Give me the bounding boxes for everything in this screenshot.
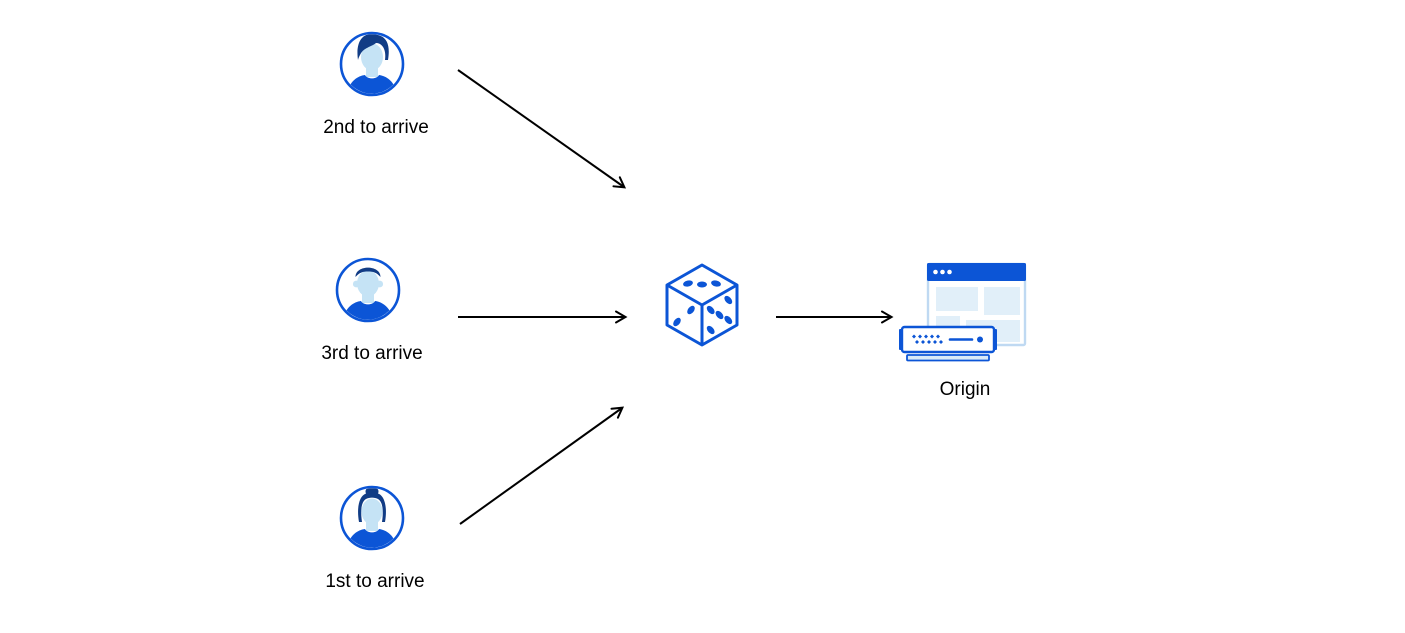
person-avatar-swoop-hair-icon <box>339 31 405 97</box>
node-origin: Origin <box>896 260 1028 400</box>
user-third-label: 3rd to arrive <box>321 343 423 364</box>
arrow-user-second-to-dice <box>457 69 627 189</box>
node-user-second: 2nd to arrive <box>323 30 429 138</box>
node-user-third: 3rd to arrive <box>321 256 423 364</box>
origin-browser-server-icon <box>899 262 1027 362</box>
person-avatar-short-hair-icon <box>335 257 401 323</box>
person-avatar-bun-hair-icon <box>339 485 405 551</box>
arrow-user-first-to-dice <box>459 406 625 525</box>
user-second-label: 2nd to arrive <box>323 117 429 138</box>
user-first-label: 1st to arrive <box>325 571 425 592</box>
node-randomizer <box>664 262 740 353</box>
node-user-first: 1st to arrive <box>325 484 425 592</box>
origin-label: Origin <box>939 379 991 400</box>
dice-icon <box>665 263 739 347</box>
server-vent-pattern <box>912 334 943 344</box>
